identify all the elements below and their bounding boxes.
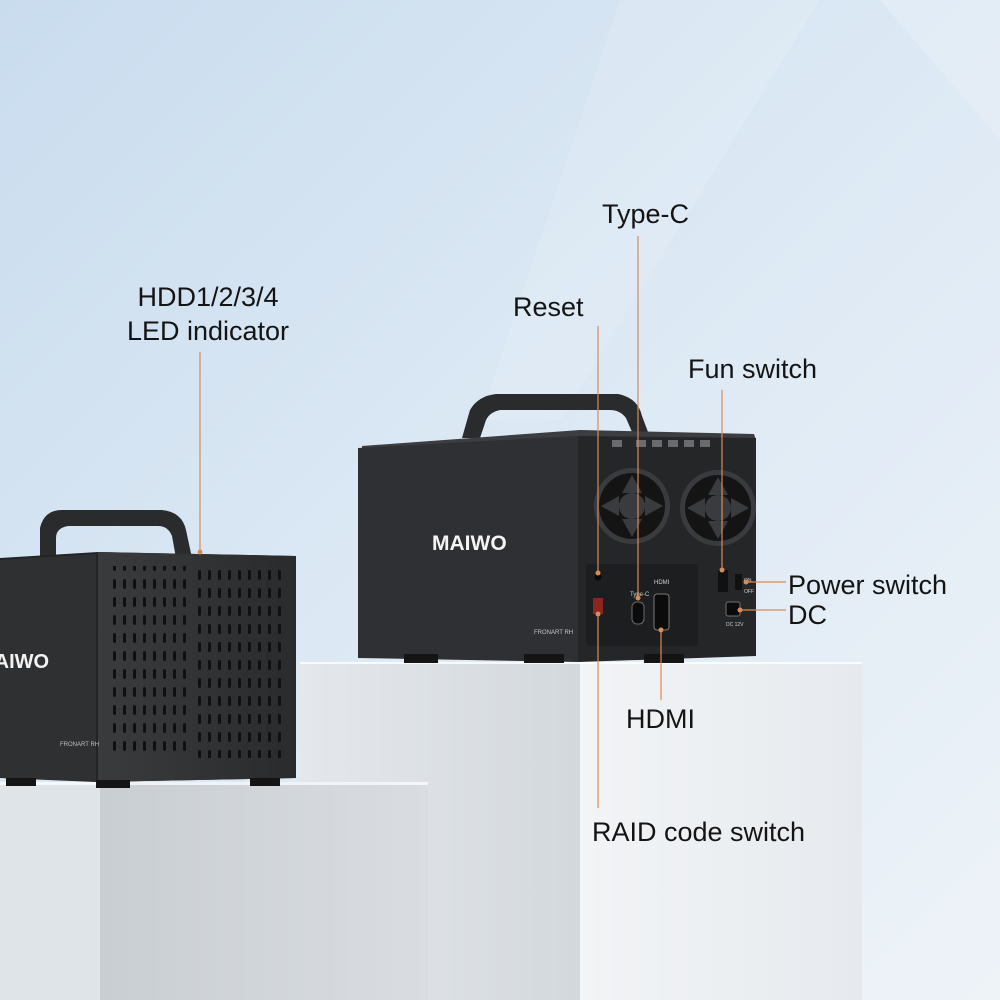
off-label: OFF <box>744 589 754 595</box>
dc-jack-label: DC 12V <box>726 622 744 628</box>
left-front-panel <box>0 554 96 782</box>
callout-fun-switch: Fun switch <box>688 354 818 384</box>
left-model-label: FRONART RH <box>60 742 99 748</box>
front-pedestal <box>0 782 428 1000</box>
callout-dc: DC <box>788 600 827 630</box>
callout-hdd-led-line1: HDD1/2/3/4 <box>137 282 279 312</box>
left-foot <box>250 778 280 786</box>
right-foot <box>644 654 684 663</box>
hdmi-port <box>653 593 670 631</box>
left-fan <box>594 468 670 544</box>
left-foot <box>96 780 130 788</box>
type-c-port <box>631 601 645 625</box>
hdmi-port-label: HDMI <box>654 580 670 586</box>
callout-raid-code-switch: RAID code switch <box>592 817 806 847</box>
raid-code-switch <box>593 598 603 614</box>
left-foot <box>6 778 36 786</box>
left-brand-logo: MAIWO <box>0 651 49 673</box>
right-top <box>362 430 756 450</box>
callout-hdmi: HDMI <box>626 704 695 734</box>
callout-type-c: Type-C <box>602 199 690 229</box>
light-ray <box>480 0 820 420</box>
right-enclosure: MAIWO FRONART RH Type-C <box>358 394 756 663</box>
callout-hdd-led: HDD1/2/3/4 LED indicator <box>108 280 308 348</box>
left-enclosure: MAIWO FRONART RH <box>0 510 296 788</box>
right-fan <box>680 470 756 546</box>
type-c-label: Type-C <box>630 592 650 598</box>
right-handle <box>462 394 648 438</box>
right-foot <box>404 654 438 663</box>
power-switch-body <box>735 574 742 590</box>
vent-grill <box>198 568 286 758</box>
leader-lines <box>199 236 786 808</box>
right-foot <box>524 654 564 663</box>
left-handle <box>40 510 192 558</box>
reset-hole <box>594 573 602 581</box>
right-side-panel <box>358 436 578 662</box>
callout-power-switch: Power switch <box>788 570 948 600</box>
right-brand-logo: MAIWO <box>432 532 507 555</box>
hdd-led-strip <box>612 440 710 447</box>
callout-hdd-led-line2: LED indicator <box>126 316 290 346</box>
callout-reset: Reset <box>513 292 584 322</box>
vent-grill <box>106 566 188 756</box>
right-model-label: FRONART RH <box>534 630 573 636</box>
leader-dots <box>197 549 749 633</box>
light-ray <box>880 0 1000 140</box>
fan-switch-body <box>718 570 728 592</box>
